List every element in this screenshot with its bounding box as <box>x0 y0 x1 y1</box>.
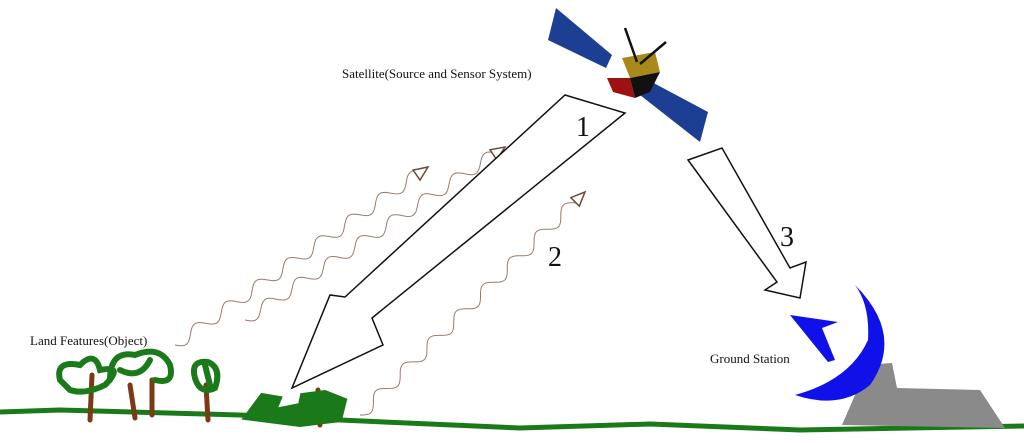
satellite-label: Satellite(Source and Sensor System) <box>342 66 532 81</box>
ground-station-label: Ground Station <box>710 351 790 366</box>
wave-arrowhead-icon <box>411 165 430 182</box>
wave-arrowhead-icon <box>569 190 587 208</box>
step-1-label: 1 <box>576 112 590 143</box>
arrow-3-transmission <box>686 147 807 299</box>
trees-icon <box>56 348 348 428</box>
satellite-icon <box>548 8 708 142</box>
radiation-waves <box>174 145 587 416</box>
step-3-label: 3 <box>780 222 794 253</box>
wave-line <box>244 151 494 322</box>
ground-station-icon <box>790 285 1005 428</box>
land-features-label: Land Features(Object) <box>30 333 148 348</box>
arrow-1-incident-energy <box>290 94 627 390</box>
wave-line <box>174 170 415 347</box>
step-2-label: 2 <box>548 242 562 273</box>
wave-line <box>360 202 578 416</box>
